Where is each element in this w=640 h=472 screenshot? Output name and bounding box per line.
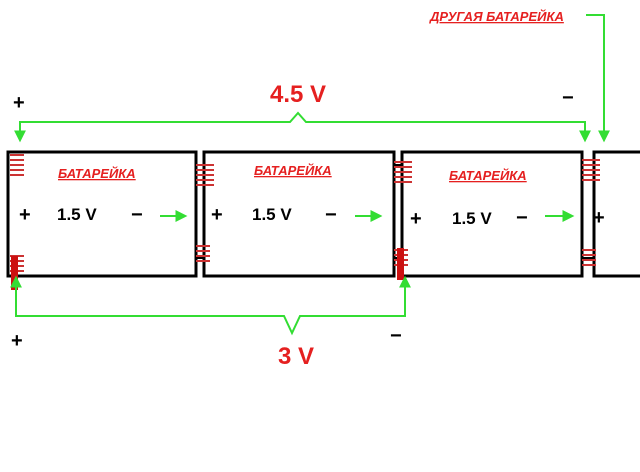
battery-2-label: БАТАРЕЙКА (254, 162, 332, 178)
other-battery-arrow (586, 14, 610, 143)
battery-4-plus: + (593, 207, 605, 229)
spring-b4-top (582, 159, 600, 181)
total-plus-sign: + (13, 92, 25, 114)
battery-3-plus: + (410, 208, 422, 230)
partial-plus-sign: + (11, 330, 23, 352)
battery-2-plus: + (211, 204, 223, 226)
spring-b4-bottom (582, 249, 596, 266)
spring-b2-bottom (196, 245, 210, 262)
battery-2-minus: − (325, 204, 337, 226)
battery-3-body (400, 150, 584, 278)
probe-wire-middle (397, 248, 404, 280)
battery-2-voltage: 1.5 V (252, 205, 292, 224)
battery-1-label: БАТАРЕЙКА (58, 165, 136, 181)
total-minus-sign: − (562, 87, 574, 109)
battery-4-body (592, 150, 640, 278)
other-battery-label: ДРУГАЯ БАТАРЕЙКА (429, 8, 564, 24)
battery-1-plus: + (19, 204, 31, 226)
spring-b2-top (196, 164, 214, 186)
probe-wire-left (11, 256, 18, 290)
total-voltage-label: 4.5 V (270, 81, 326, 108)
partial-minus-sign: − (390, 325, 402, 347)
spring-b3-top (394, 161, 412, 183)
battery-3-minus: − (516, 207, 528, 229)
battery-1-voltage: 1.5 V (57, 205, 97, 224)
battery-1-minus: − (131, 204, 143, 226)
total-voltage-brace (14, 111, 591, 143)
partial-voltage-label: 3 V (278, 343, 314, 370)
spring-b1-top (10, 154, 24, 176)
partial-voltage-brace (10, 275, 411, 336)
battery-3-label: БАТАРЕЙКА (449, 167, 527, 183)
battery-3-voltage: 1.5 V (452, 209, 492, 228)
